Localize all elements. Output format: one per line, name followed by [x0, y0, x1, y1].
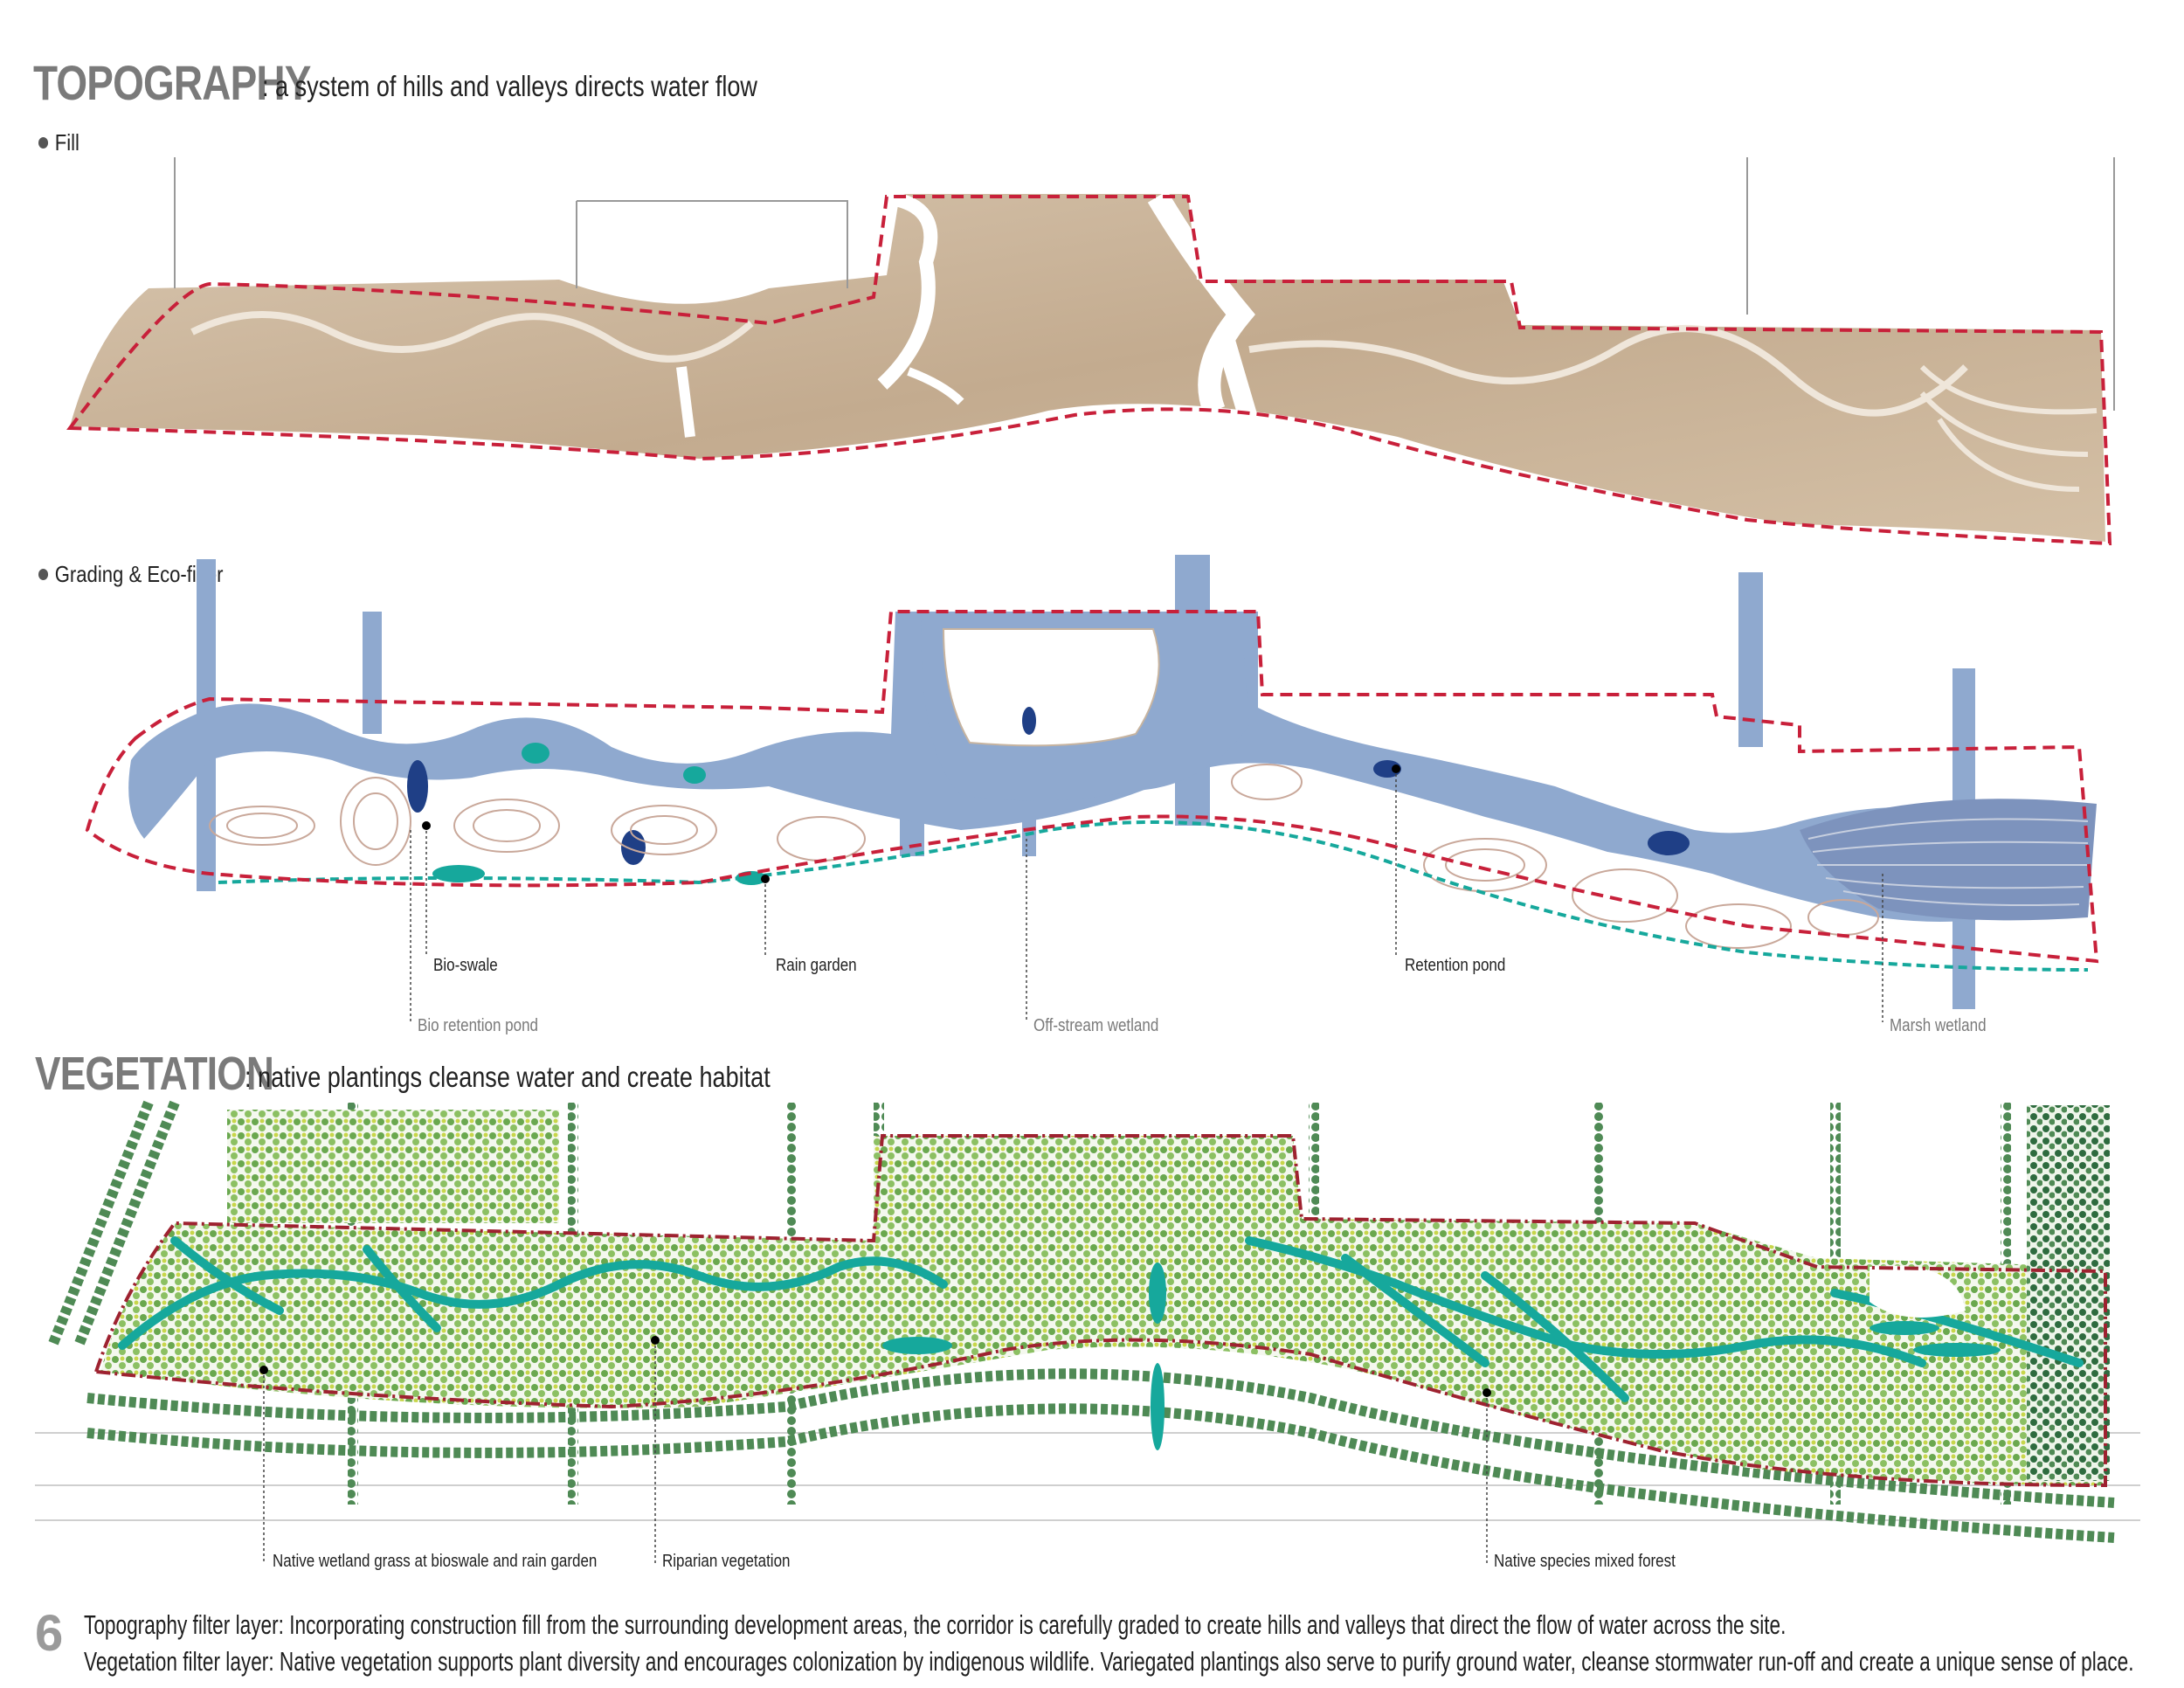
topography-subtitle: : a system of hills and valleys directs … — [262, 70, 757, 102]
topography-title: TOPOGRAPHY — [33, 55, 311, 110]
bio-retention-pond — [407, 760, 428, 813]
vegetation-boundary — [93, 1134, 2107, 1488]
callout-bio-retention-pond: Bio retention pond — [418, 1016, 538, 1035]
vegetated-corridor — [100, 1136, 2105, 1485]
figure-number: 6 — [35, 1605, 64, 1662]
callout-wetland-grass: Native wetland grass at bioswale and rai… — [273, 1552, 598, 1571]
callout-riparian: Riparian vegetation — [662, 1552, 791, 1571]
caption-line-1: Topography filter layer: Incorporating c… — [84, 1609, 1787, 1640]
callout-rain-garden: Rain garden — [776, 956, 857, 975]
bullet-icon — [38, 137, 49, 149]
water-channel — [128, 612, 2091, 922]
caption-line-2: Vegetation filter layer: Native vegetati… — [84, 1646, 2134, 1677]
callout-marsh-wetland: Marsh wetland — [1890, 1016, 1987, 1035]
vegetation-title: VEGETATION — [35, 1048, 274, 1100]
callout-bio-swale: Bio-swale — [433, 956, 498, 975]
topography-heading-row: TOPOGRAPHY — [33, 54, 371, 110]
callout-mixed-forest: Native species mixed forest — [1494, 1552, 1676, 1571]
bullet-icon — [38, 569, 49, 580]
legend-fill: Fill — [38, 129, 79, 156]
fill-label: Fill — [54, 129, 79, 156]
grading-boundary — [85, 610, 2099, 964]
retention-pond — [1373, 760, 1401, 778]
legend-grading: Grading & Eco-filter — [38, 561, 224, 588]
callout-off-stream-wetland: Off-stream wetland — [1033, 1016, 1159, 1035]
fill-boundary — [66, 195, 2112, 546]
callout-retention-pond: Retention pond — [1405, 956, 1506, 975]
fill-area — [70, 194, 2105, 542]
vegetation-subtitle: : native plantings cleanse water and cre… — [245, 1061, 771, 1093]
grading-label: Grading & Eco-filter — [54, 561, 224, 587]
